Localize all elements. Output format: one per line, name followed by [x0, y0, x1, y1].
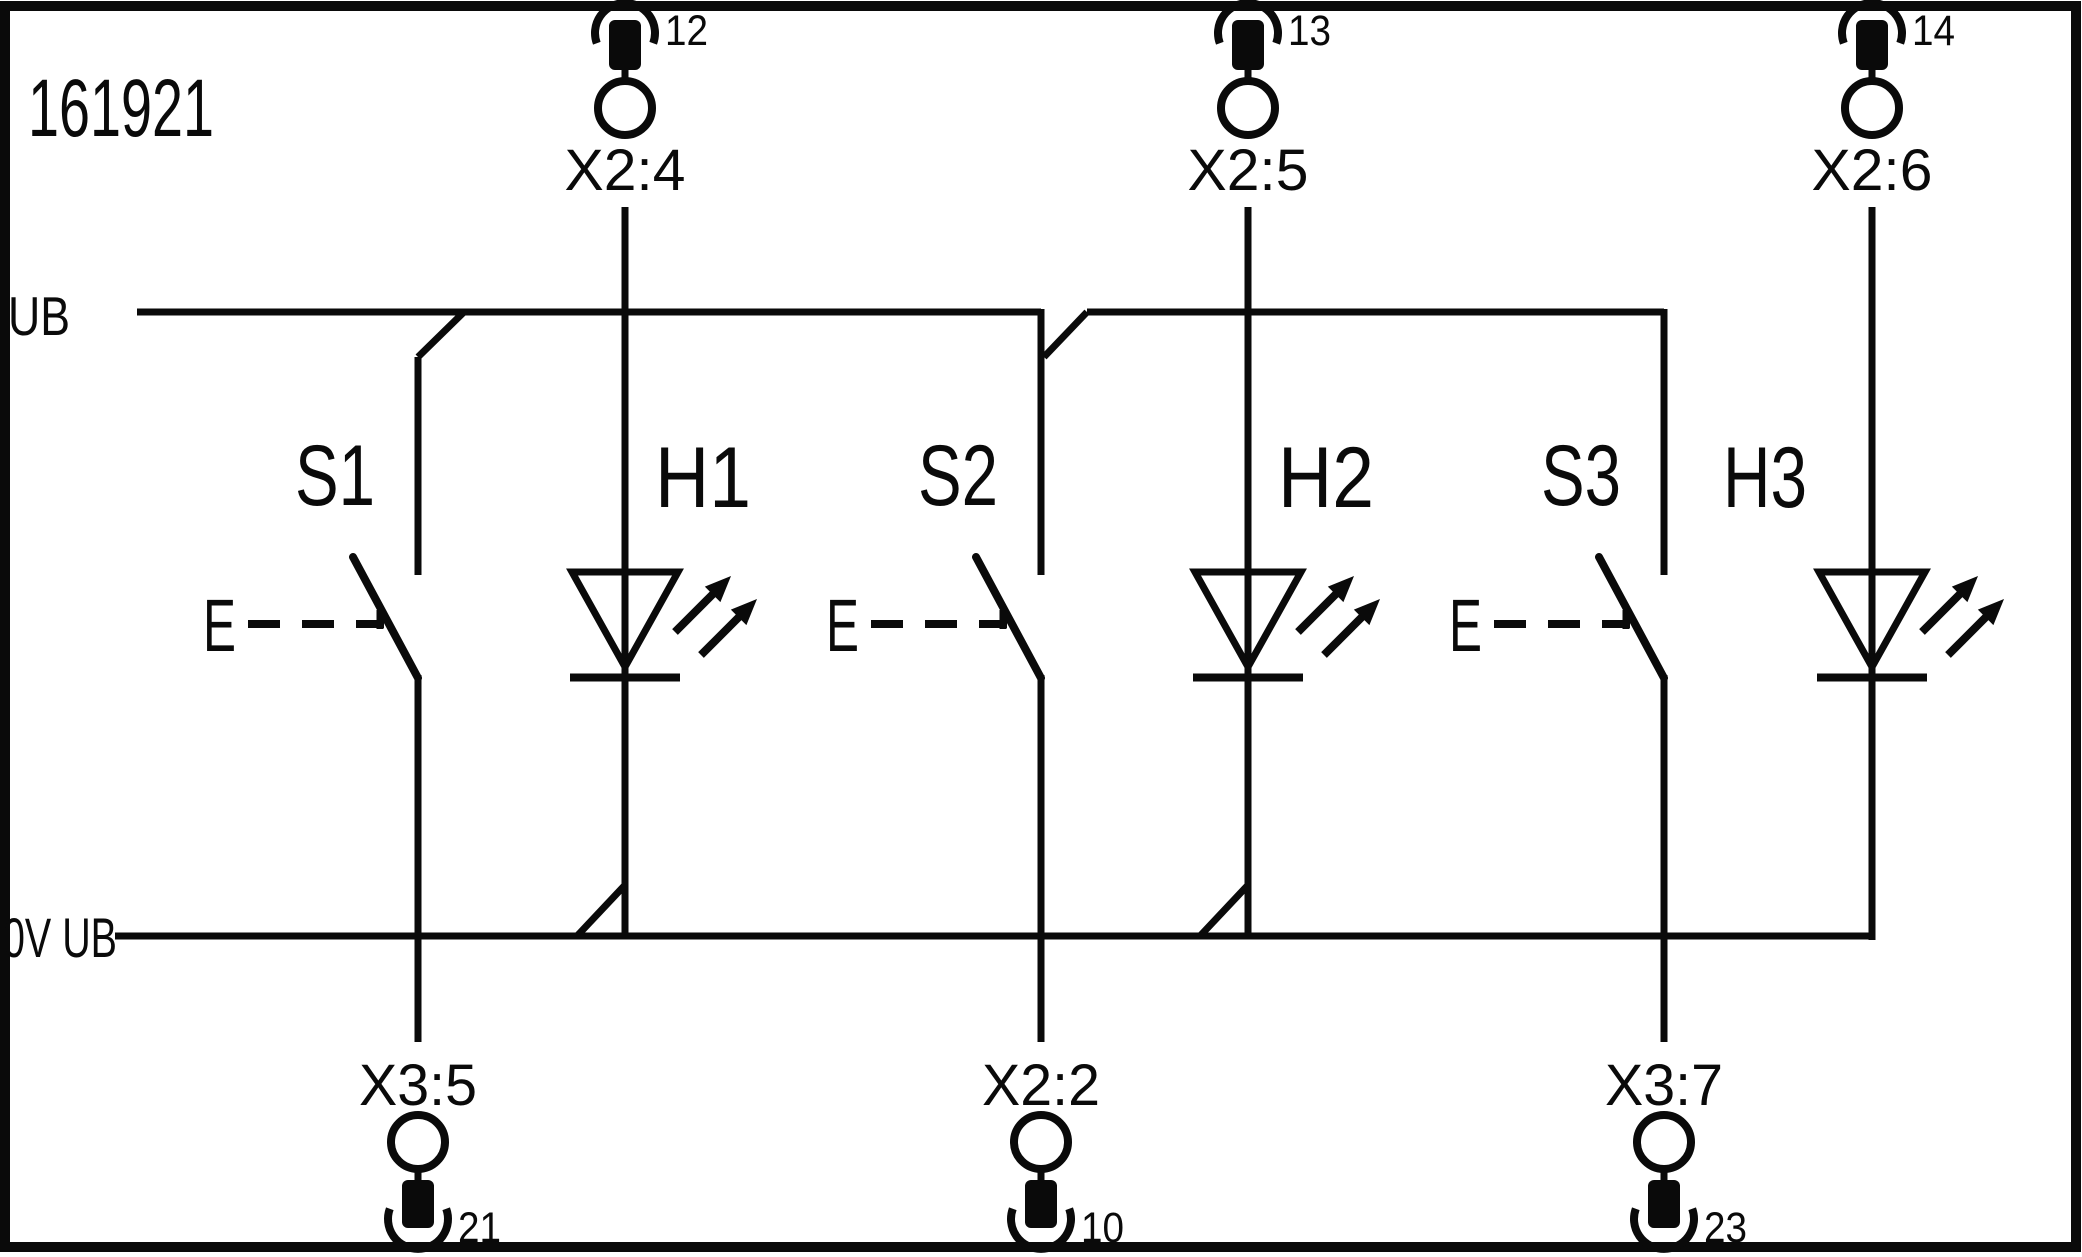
x3-5-terminal-label: X3:5 — [359, 1053, 477, 1118]
x2-4-terminal-label: X2:4 — [565, 138, 686, 203]
x2-2-socket-circle-icon — [1010, 1111, 1072, 1173]
h1-light-arrow-2-icon-shaft — [698, 610, 746, 658]
h2-led-triangle-icon — [1189, 568, 1307, 675]
s1-actuator-label: E — [203, 584, 236, 667]
x3-5-socket-circle-icon — [387, 1111, 449, 1173]
lamp-h3: H3 — [1723, 207, 2004, 940]
ub-rail-label: UB — [8, 285, 70, 347]
x2-2-plug-pin-icon — [1025, 1180, 1057, 1228]
drawing-number: 161921 — [28, 63, 214, 154]
x3-5-pin-number: 21 — [458, 1204, 501, 1252]
x2-6-pin-number: 14 — [1912, 7, 1955, 55]
x2-6-plug-arc-icon — [1838, 0, 1906, 45]
x3-7-pin-number: 23 — [1704, 1204, 1747, 1252]
x2-5-pin-number: 13 — [1288, 7, 1331, 55]
x2-5-terminal-label: X2:5 — [1188, 138, 1309, 203]
h1-light-arrow-2-icon-head — [730, 599, 757, 626]
x2-5-plug-pin-icon — [1232, 20, 1264, 70]
lamp-h1: H1 — [566, 207, 757, 939]
x2-4-plug-pin-icon — [609, 20, 641, 70]
x2-4-pin-number: 12 — [665, 7, 708, 55]
s2-contact-blade — [972, 553, 1045, 682]
h2-light-arrow-1-icon-shaft — [1295, 587, 1343, 635]
s2-designator-label: S2 — [918, 428, 998, 524]
h1-light-arrow-1-icon-head — [704, 576, 731, 603]
terminal-x2-4: X2:4 12 — [565, 0, 708, 203]
s1-contact-blade — [349, 553, 422, 682]
switch-s3: E S3 — [1449, 309, 1668, 1042]
h3-light-arrow-2-icon-head — [1977, 599, 2004, 626]
zero-v-rail-label: 0V UB — [3, 906, 117, 969]
h3-light-arrow-1-icon-head — [1951, 576, 1978, 603]
x2-2-plug-arc-icon — [1007, 1207, 1075, 1253]
x2-6-plug-pin-icon — [1856, 20, 1888, 70]
x2-5-socket-circle-icon — [1217, 77, 1279, 139]
h1-rail-join-diagonal — [574, 882, 628, 939]
ub-rail-jog-diagonal — [1041, 309, 1090, 360]
x2-2-terminal-label: X2:2 — [982, 1053, 1100, 1118]
h3-designator-label: H3 — [1723, 430, 1807, 526]
x3-5-plug-arc-icon — [384, 1207, 452, 1253]
h2-light-arrow-1-icon-head — [1327, 576, 1354, 603]
s3-designator-label: S3 — [1541, 428, 1621, 524]
lamp-h2: H2 — [1189, 207, 1380, 939]
terminal-x2-6: X2:6 14 — [1812, 0, 1955, 203]
power-rails — [115, 308, 1872, 940]
s1-branch-diagonal — [415, 309, 467, 360]
switch-s1: E S1 — [203, 309, 467, 1042]
x2-6-terminal-label: X2:6 — [1812, 138, 1933, 203]
terminal-x2-5: X2:5 13 — [1188, 0, 1331, 203]
h1-designator-label: H1 — [655, 430, 751, 526]
x3-5-plug-pin-icon — [402, 1180, 434, 1228]
h2-light-arrow-2-icon-shaft — [1321, 610, 1369, 658]
h2-light-arrow-2-icon-head — [1353, 599, 1380, 626]
x3-7-socket-circle-icon — [1633, 1111, 1695, 1173]
switch-s2: E S2 — [826, 309, 1045, 1042]
terminal-x2-2: X2:2 10 — [982, 1053, 1124, 1253]
h1-led-triangle-icon — [566, 568, 684, 675]
s2-actuator-label: E — [826, 584, 859, 667]
h3-light-arrow-2-icon-shaft — [1945, 610, 1993, 658]
h3-led-triangle-icon — [1813, 568, 1931, 675]
terminal-x3-7: X3:7 23 — [1605, 1053, 1747, 1253]
x3-7-terminal-label: X3:7 — [1605, 1053, 1723, 1118]
x2-6-socket-circle-icon — [1841, 77, 1903, 139]
s1-designator-label: S1 — [295, 428, 375, 524]
x2-5-plug-arc-icon — [1214, 0, 1282, 45]
x2-4-plug-arc-icon — [591, 0, 659, 45]
x2-4-socket-circle-icon — [594, 77, 656, 139]
x2-2-pin-number: 10 — [1081, 1204, 1124, 1252]
h2-designator-label: H2 — [1278, 430, 1374, 526]
h1-light-arrow-1-icon-shaft — [672, 587, 720, 635]
s3-actuator-label: E — [1449, 584, 1482, 667]
x3-7-plug-arc-icon — [1630, 1207, 1698, 1253]
x3-7-plug-pin-icon — [1648, 1180, 1680, 1228]
h3-light-arrow-1-icon-shaft — [1919, 587, 1967, 635]
h2-rail-join-diagonal — [1197, 882, 1251, 939]
s3-contact-blade — [1595, 553, 1668, 682]
terminal-x3-5: X3:5 21 — [359, 1053, 501, 1253]
